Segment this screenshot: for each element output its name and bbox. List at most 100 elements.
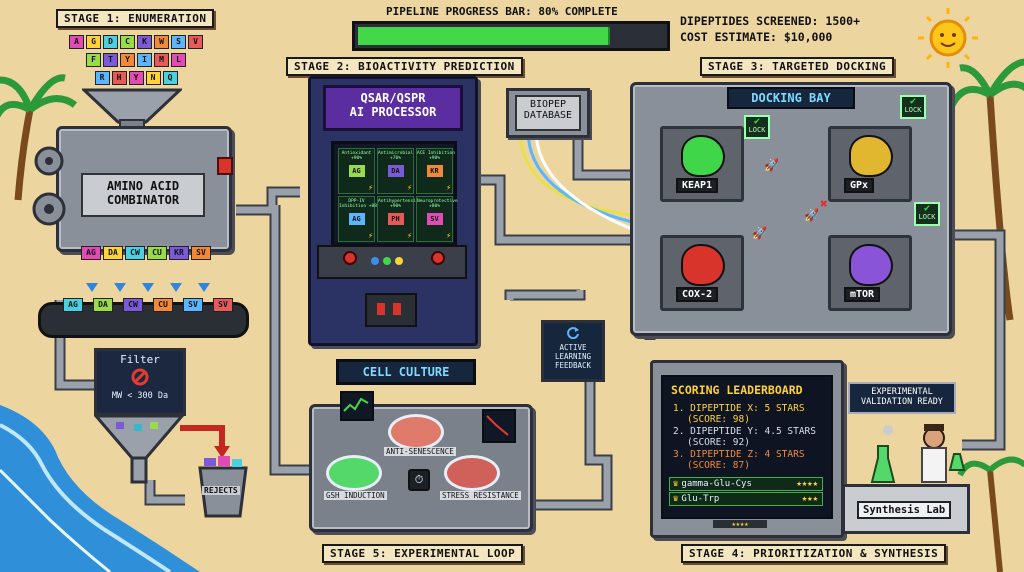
qsar-cell-tag: SV (426, 213, 443, 225)
amino-tile: Y (128, 71, 144, 85)
coin-slot[interactable] (365, 293, 417, 327)
machine-power-button[interactable] (217, 157, 233, 175)
qsar-cell-tag: AG (348, 165, 365, 177)
protein-target-icon (681, 135, 725, 177)
qsar-cell-tag: DA (387, 165, 404, 177)
entry-rank: 3. (673, 449, 691, 460)
monitor-trend (482, 409, 516, 443)
amino-tile: M (154, 53, 169, 67)
qsar-cell: ACE Inhibition +90%KR⚡ (416, 148, 455, 194)
lock-label: LOCK (918, 213, 936, 221)
leaderboard-entry: 3. DIPEPTIDE Z: 4 STARS (673, 449, 805, 460)
amino-tile: I (137, 53, 152, 67)
palm-tree-icon (948, 58, 1024, 321)
validation-line1: EXPERIMENTAL (871, 387, 933, 397)
lightning-icon: ⚡ (368, 183, 373, 192)
arcade-button[interactable] (383, 257, 391, 265)
amino-tile: N (145, 71, 161, 85)
dipeptide-piece: CW (123, 298, 143, 312)
lightning-icon: ⚡ (446, 231, 451, 240)
rejects-label: REJECTS (202, 486, 240, 495)
leaderboard-entry: 2. DIPEPTIDE Y: 4.5 STARS (673, 426, 816, 437)
check-icon: ✔ (753, 116, 761, 127)
joystick-left[interactable] (343, 251, 357, 265)
hopper-icon (82, 88, 182, 130)
machine-label: AMINO ACID COMBINATOR (81, 173, 205, 217)
database-line1: BIOPEP (529, 99, 567, 110)
dipeptide-piece: SV (183, 298, 203, 312)
crown-icon: ♛ (673, 494, 679, 504)
qsar-arcade-cabinet: QSAR/QSPR AI PROCESSOR Antioxidant +90%A… (308, 76, 478, 346)
amino-tile: Q (162, 71, 178, 85)
feedback-line: FEEDBACK (554, 361, 592, 370)
entry-name: DIPEPTIDE X: 5 STARS (690, 403, 805, 414)
arcade-marquee: QSAR/QSPR AI PROCESSOR (323, 85, 463, 131)
gear-icon (32, 146, 66, 226)
lock-label: LOCK (904, 106, 922, 114)
qsar-cell: Antihypertensive +90% PH⚡ (377, 196, 422, 242)
filter-rule: MW < 300 Da (111, 391, 169, 401)
amino-tile: D (103, 35, 118, 49)
lock-badge: ✔LOCK (914, 202, 940, 226)
monitor-graph (340, 391, 374, 421)
palm-tree-icon (957, 456, 1024, 572)
arcade-screen: Antioxidant +90%AG⚡Antimicrobial +70%DA⚡… (331, 141, 458, 247)
crown-icon: ♛ (673, 479, 679, 489)
validation-line2: VALIDATION READY (861, 397, 943, 407)
qsar-cell-tag: PH (387, 213, 404, 225)
clock-icon: ⏱ (408, 469, 430, 491)
leaderboard-monitor: SCORING LEADERBOARD 1. DIPEPTIDE X: 5 ST… (650, 360, 844, 538)
petri-dish-icon (444, 455, 500, 491)
filter-title: Filter (120, 353, 160, 366)
arcade-title-line2: AI PROCESSOR (349, 105, 437, 119)
check-icon: ✔ (923, 203, 931, 214)
qsar-cell-label: Antimicrobial +70% (378, 151, 414, 161)
extra-stars: ★★★ (801, 494, 818, 504)
dipeptide-piece: CW (125, 246, 145, 260)
progress-fill (358, 27, 610, 45)
amino-tile: C (120, 35, 135, 49)
arcade-button[interactable] (371, 257, 379, 265)
lock-label: LOCK (748, 126, 766, 134)
arcade-control-panel (317, 245, 467, 279)
qsar-cell-label: DPP-IV Inhibition +88% (339, 199, 380, 209)
scientist-flask-icon (870, 424, 966, 483)
lightning-icon: ⚡ (407, 231, 412, 240)
progress-track (352, 21, 670, 51)
arcade-button[interactable] (395, 257, 403, 265)
amino-tile: S (171, 35, 186, 49)
leaderboard-title: SCORING LEADERBOARD (671, 383, 803, 397)
lock-badge: ✔LOCK (744, 115, 770, 139)
dipeptide-piece: DA (93, 298, 113, 312)
cell-culture-title: CELL CULTURE (336, 359, 476, 385)
funnel-icon (94, 414, 184, 484)
amino-tile: G (86, 35, 101, 49)
stage-5-label: STAGE 5: EXPERIMENTAL LOOP (322, 544, 524, 563)
qsar-cell-label: ACE Inhibition +90% (417, 151, 455, 161)
refresh-icon (567, 327, 579, 340)
qsar-cell: Antioxidant +90%AG⚡ (338, 148, 375, 194)
joystick-right[interactable] (431, 251, 445, 265)
extra-name: Glu-Trp (681, 494, 720, 504)
lightning-icon: ⚡ (407, 183, 412, 192)
amino-tile: K (137, 35, 152, 49)
machine-title-line1: AMINO ACID (106, 179, 180, 193)
arcade-title-line1: QSAR/QSPR (360, 91, 426, 105)
qsar-cell: Neuroprotective +80%SV⚡ (416, 196, 458, 242)
protein-target-icon (681, 244, 725, 286)
machine-title-line2: COMBINATOR (106, 193, 180, 207)
feedback-line: ACTIVE (559, 343, 587, 352)
lightning-icon: ⚡ (368, 231, 373, 240)
entry-score: (SCORE: 98) (687, 414, 750, 425)
petri-dish-icon (326, 455, 382, 491)
entry-name: DIPEPTIDE Z: 4 STARS (690, 449, 805, 460)
dipeptide-piece: AG (63, 298, 83, 312)
qsar-cell-label: Antihypertensive +90% (378, 199, 422, 209)
leaderboard-screen: SCORING LEADERBOARD 1. DIPEPTIDE X: 5 ST… (661, 375, 833, 519)
stage-3-label: STAGE 3: TARGETED DOCKING (700, 57, 895, 76)
docking-title: DOCKING BAY (727, 87, 855, 109)
lightning-icon: ⚡ (446, 183, 451, 192)
protein-target-icon (849, 244, 893, 286)
